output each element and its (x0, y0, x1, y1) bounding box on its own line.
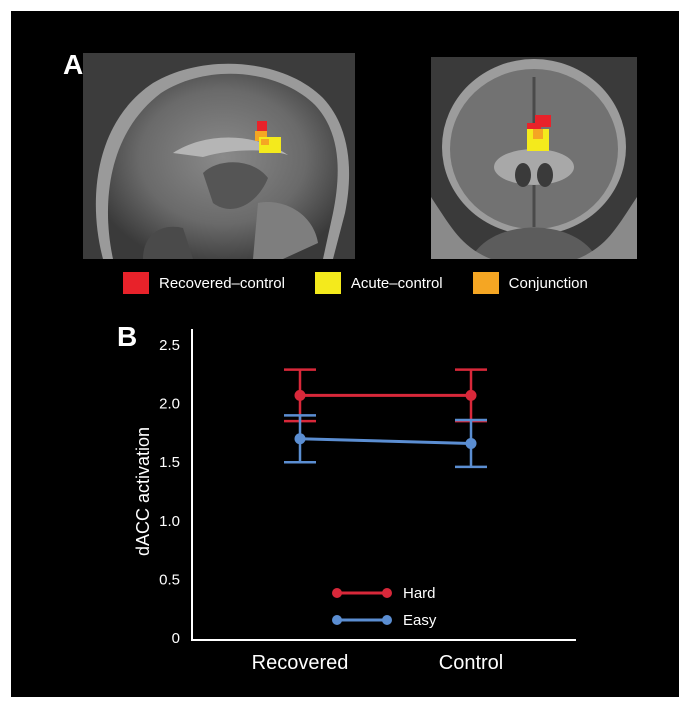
legend-label-hard: Hard (403, 585, 436, 602)
legend-swatch (123, 272, 149, 294)
y-axis-label: dACC activation (133, 427, 153, 556)
y-tick-label: 0.5 (159, 571, 180, 588)
legend-item-acute-control: Acute–control (314, 272, 443, 294)
legend-label: Acute–control (350, 274, 443, 292)
legend-marker (332, 615, 342, 625)
legend-item-recovered-control: Recovered–control (123, 272, 285, 294)
legend-marker (382, 588, 392, 598)
line-chart: 2.5 2.0 1.5 1.0 0.5 0 dACC activationRecovered… (133, 329, 576, 674)
series-line-easy (299, 437, 472, 445)
legend-marker (382, 615, 392, 625)
legend-label-easy: Easy (403, 612, 437, 629)
panel-b-letter: B (117, 321, 138, 352)
data-point-easy (294, 433, 306, 445)
legend-label: Conjunction (508, 274, 588, 292)
panel-a-legend: Recovered–control Acute–control Conjunct… (123, 269, 643, 297)
mri-coronal-image (431, 57, 637, 259)
x-category-label: Recovered (252, 652, 349, 674)
legend-swatch (314, 272, 341, 294)
legend-label: Recovered–control (159, 274, 285, 292)
y-tick-label: 1.5 (159, 454, 180, 471)
legend-marker (332, 588, 342, 598)
data-point-hard (465, 389, 477, 401)
panel-a-letter: A (63, 49, 84, 80)
legend-item-conjunction: Conjunction (472, 272, 588, 294)
legend-swatch (472, 272, 499, 294)
y-tick-label: 2.0 (159, 396, 180, 413)
y-tick-label: 0 (172, 630, 180, 647)
data-point-easy (465, 437, 477, 449)
y-tick-label: 2.5 (159, 337, 180, 354)
x-category-label: Control (439, 652, 503, 674)
figure: A (11, 11, 679, 697)
mri-sagittal-image (83, 53, 355, 259)
y-tick-label: 1.0 (159, 513, 180, 530)
data-point-hard (294, 389, 306, 401)
